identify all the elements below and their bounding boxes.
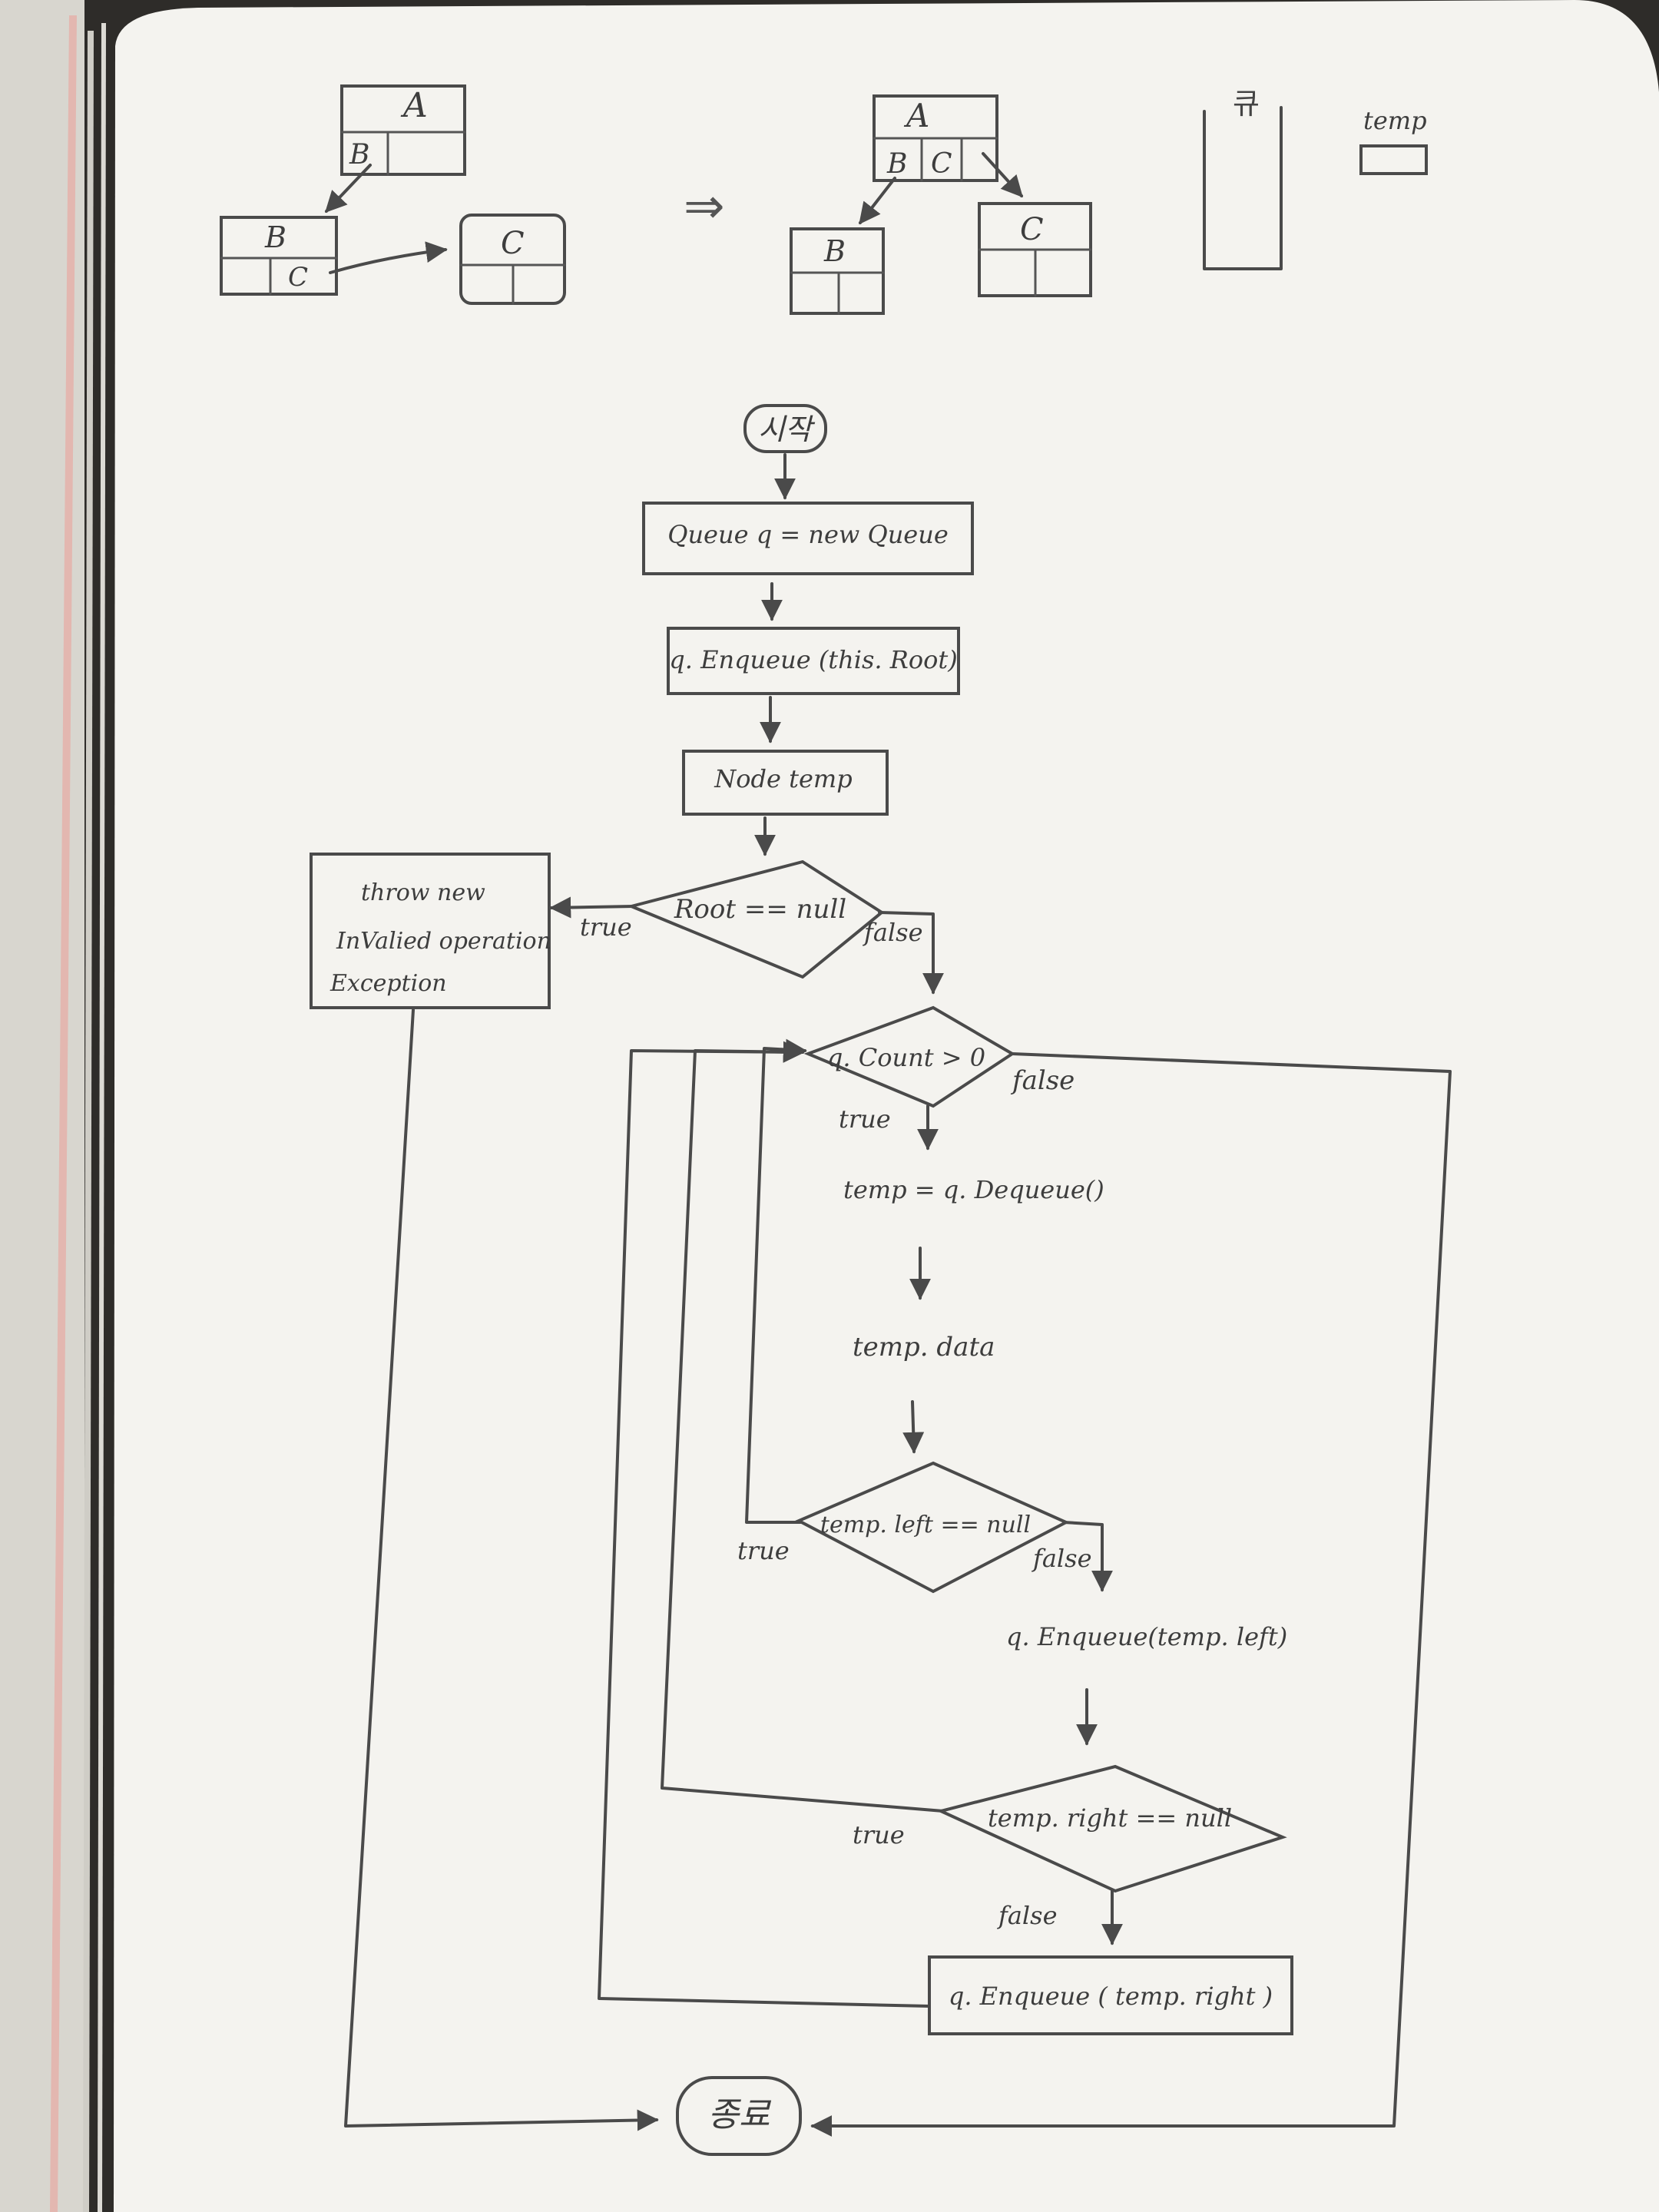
right-false-label: false: [997, 1901, 1058, 1930]
queue-sketch: 큐: [1203, 87, 1283, 270]
count-label: q. Count > 0: [827, 1043, 985, 1072]
node-a-label: A: [400, 86, 428, 125]
field-c2-label: C: [931, 148, 952, 180]
field-b2-label: B: [886, 148, 907, 180]
root-null-label: Root == null: [674, 894, 846, 925]
exception-line-1: throw new: [361, 879, 485, 906]
temp-sketch: temp: [1359, 106, 1428, 175]
count-decision: [803, 1005, 1015, 1108]
end-terminal: [676, 2076, 802, 2156]
left-page: [0, 0, 84, 2212]
enqueue-left-label: q. Enqueue(temp. left): [1006, 1622, 1287, 1651]
queue-label: 큐: [1233, 87, 1260, 121]
node-temp-box: [682, 750, 889, 816]
node-b-box: [220, 216, 338, 296]
end-label: 종료: [708, 2095, 772, 2134]
node-c2-label: C: [1020, 212, 1044, 247]
count-true-label: true: [839, 1104, 891, 1134]
enqueue-right-box: [928, 1955, 1293, 2035]
arrow-count-false: [810, 1052, 1452, 2137]
temp-box: [1359, 144, 1428, 175]
arrow-loop-back: [598, 1041, 931, 2008]
start-label: 시작: [758, 412, 816, 446]
right-null-decision: [936, 1764, 1287, 1893]
right-null-label: temp. right == null: [988, 1803, 1232, 1833]
enqueue-root-box: [667, 627, 960, 695]
queue-new-label: Queue q = new Queue: [667, 520, 949, 549]
right-true-label: true: [853, 1820, 905, 1849]
root-null-decision: [626, 859, 885, 979]
node-temp-label: Node temp: [714, 764, 852, 793]
arrow-root-true: [549, 896, 635, 919]
paper-sheet: [114, 0, 1659, 2212]
temp-label: temp: [1363, 106, 1427, 135]
node-b2-box: [790, 227, 885, 315]
node-c-label: C: [501, 226, 525, 261]
temp-data-label: temp. data: [853, 1332, 995, 1363]
exception-line-2: InValied operation: [336, 928, 551, 955]
enqueue-root-label: q. Enqueue (this. Root): [669, 645, 957, 674]
field-c-label: C: [288, 262, 308, 293]
arrow-left-false: [1062, 1521, 1113, 1592]
enqueue-right-label: q. Enqueue ( temp. right ): [949, 1982, 1273, 2011]
queue-new-box: [642, 502, 974, 575]
tree-after: A B C B C: [790, 94, 1092, 315]
exception-line-3: Exception: [329, 970, 447, 997]
node-b2-label: B: [823, 234, 846, 268]
exception-box: [310, 853, 551, 1009]
left-false-label: false: [1031, 1544, 1092, 1573]
tree-before: A B B C C: [220, 84, 566, 305]
left-true-label: true: [737, 1536, 790, 1565]
left-null-label: temp. left == null: [820, 1512, 1031, 1538]
root-true-label: true: [580, 912, 632, 942]
field-b-label: B: [349, 139, 369, 171]
node-a2-label: A: [903, 97, 929, 134]
root-false-label: false: [863, 918, 923, 947]
arrow-exception-end: [344, 1008, 659, 2131]
node-a-box: [340, 84, 466, 176]
node-b-label: B: [264, 220, 286, 254]
implies-arrow: ⇒: [684, 178, 725, 235]
start-terminal: [743, 404, 827, 453]
arrow-root-false: [878, 911, 944, 995]
dequeue-label: temp = q. Dequeue(): [843, 1175, 1104, 1204]
left-null-decision: [795, 1461, 1070, 1594]
count-false-label: false: [1010, 1065, 1075, 1096]
